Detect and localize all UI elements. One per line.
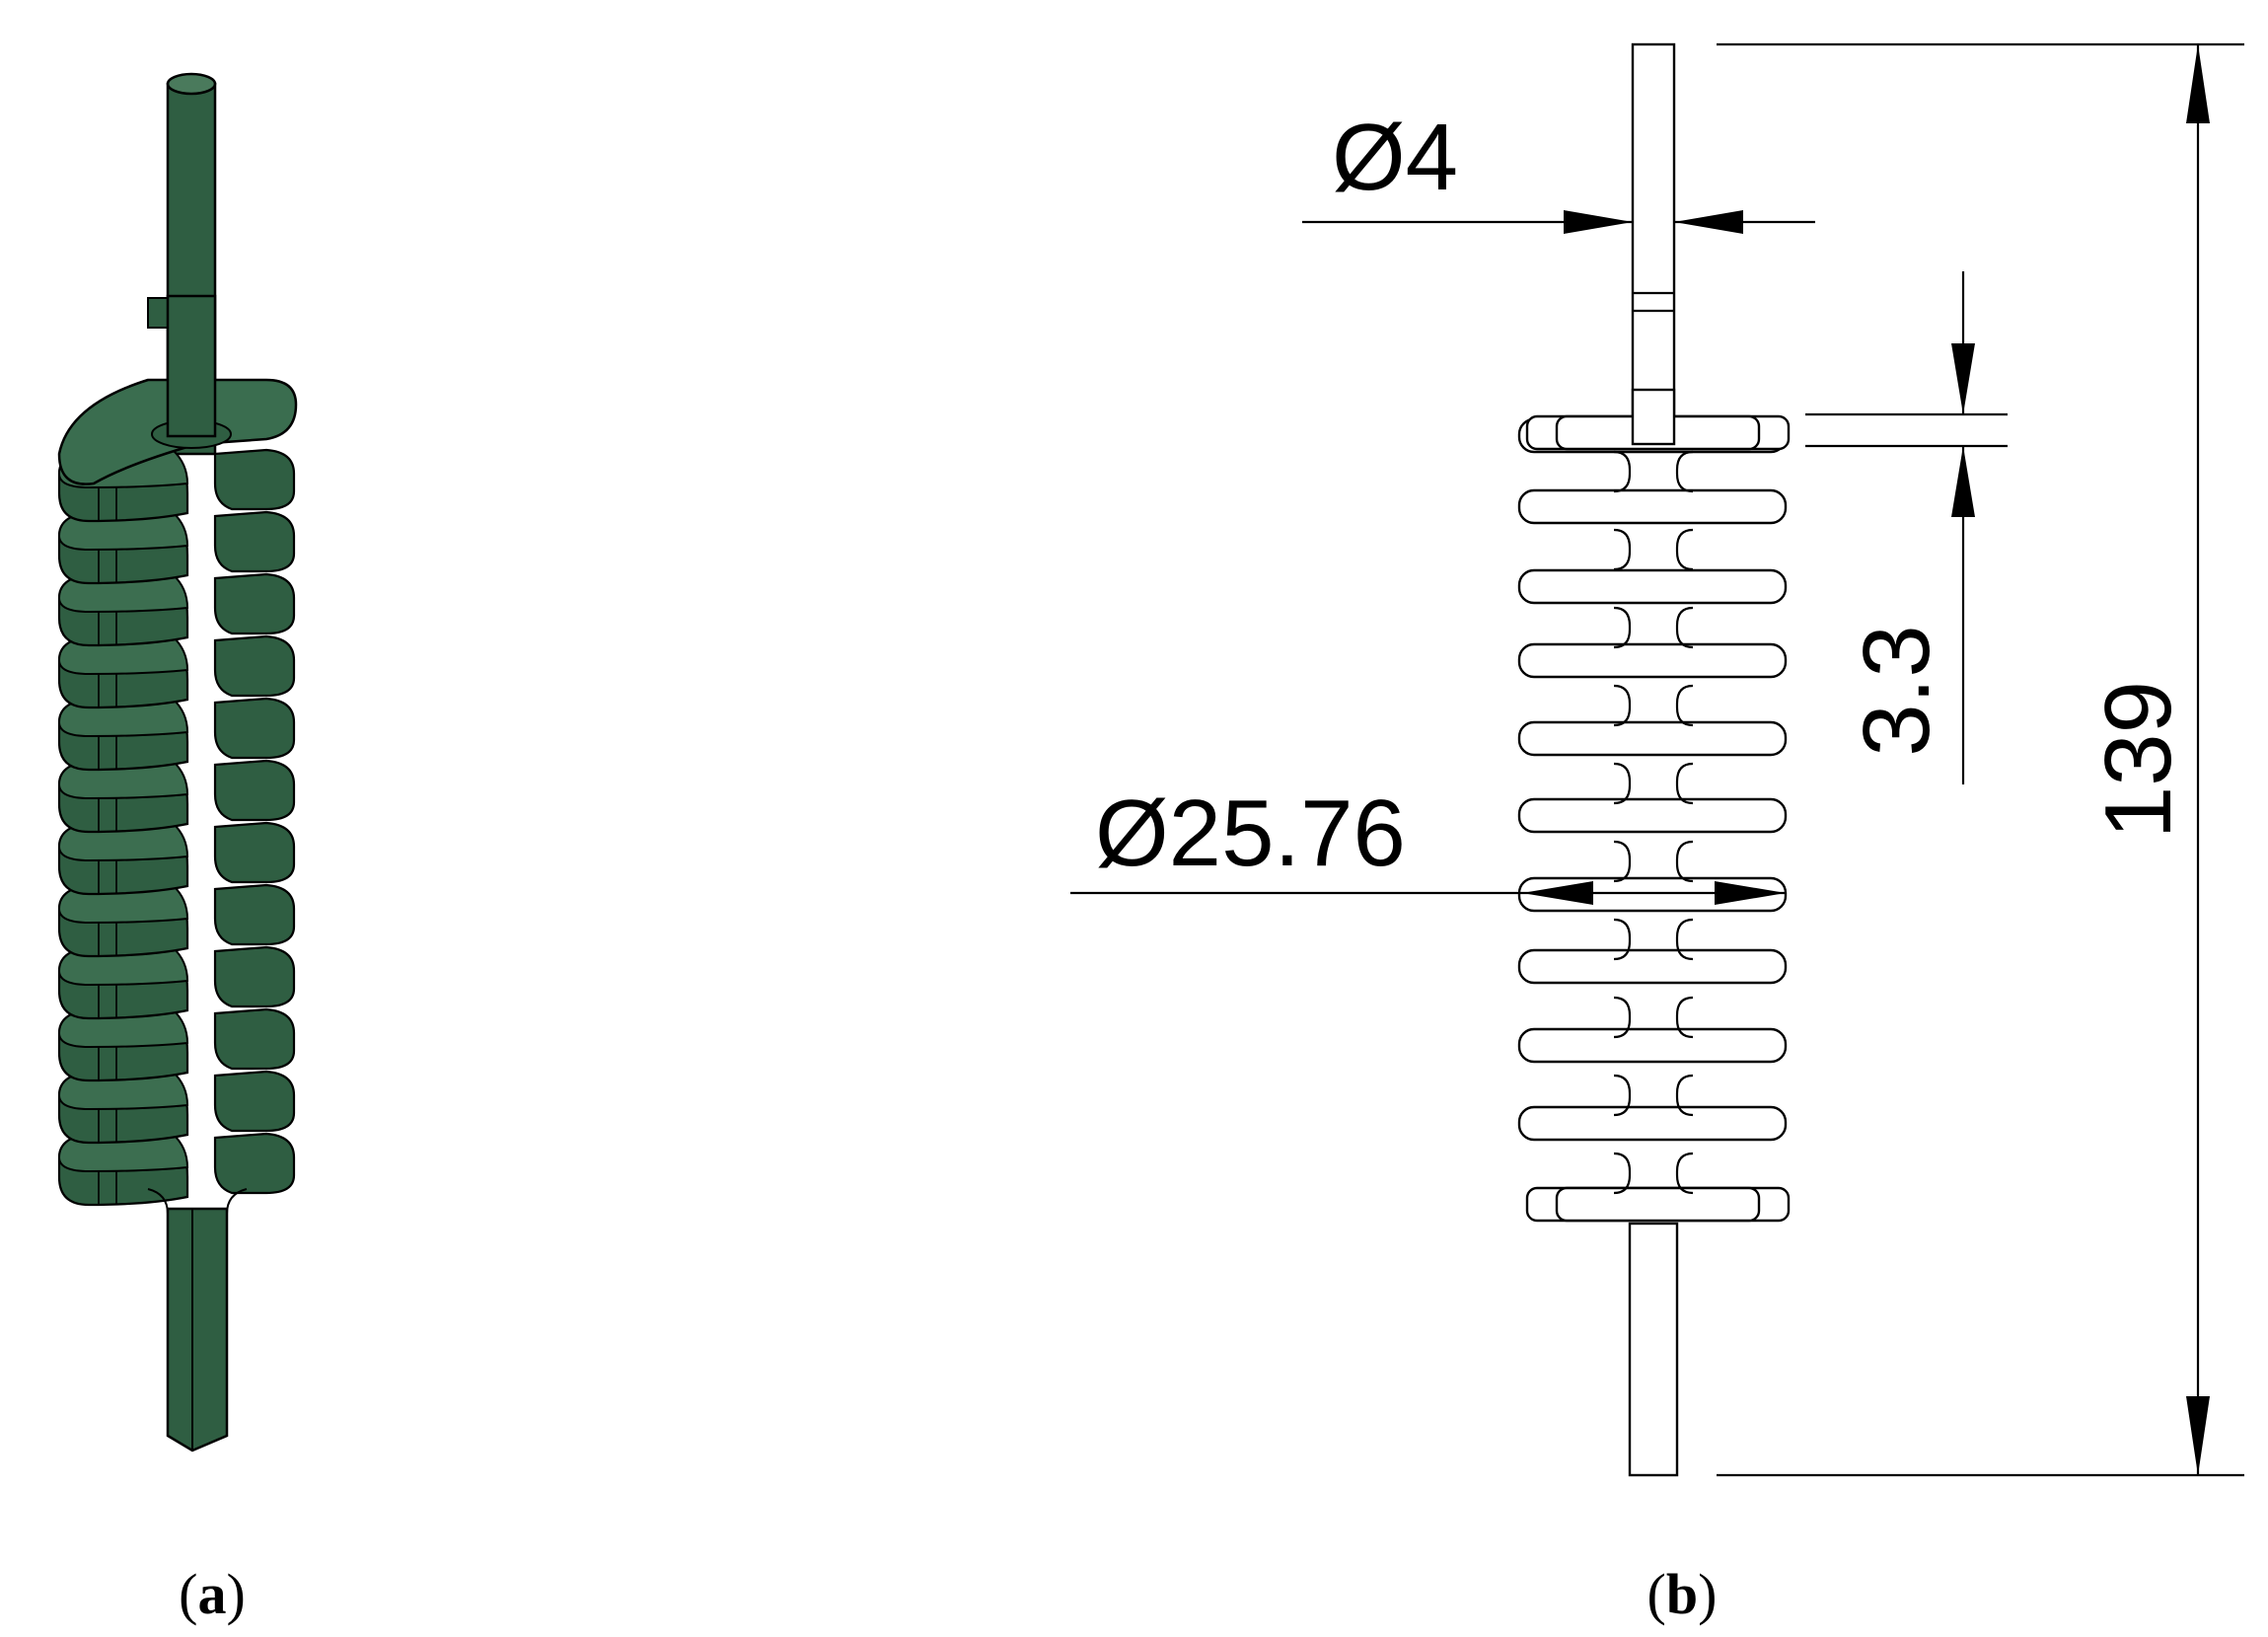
fin-outline [1517,568,1788,605]
dim-fin-diameter-label: Ø25.76 [1095,781,1406,886]
top-cap-plate [57,294,298,485]
dim-rod-diameter: Ø4 [1302,105,1815,234]
bottom-stem [147,1188,248,1452]
fin-3d [57,945,296,1020]
dim-fin-diameter: Ø25.76 [1070,781,1786,905]
dim-fin-thickness-label: 3.3 [1844,625,1949,756]
panel-a-caption: (a) [179,1562,246,1626]
dim-fin-thickness: 3.3 [1805,271,2008,784]
fin-neck [1613,1074,1694,1117]
fin-3d [57,510,296,585]
fin-outline [1517,720,1788,757]
dim-overall-length: 139 [1717,42,2244,1477]
fin-outline [1517,488,1788,525]
fin-neck [1613,606,1694,649]
fin-stack-3d [57,448,296,1207]
end-plate-outline [1525,1186,1791,1223]
fin-stack-drawing [1517,388,1791,1223]
fin-neck [1613,996,1694,1039]
fin-3d [57,883,296,958]
fin-3d [57,634,296,709]
fin-3d [57,821,296,896]
panel-b-caption: (b) [1647,1562,1718,1626]
fin-outline [1517,948,1788,985]
fin-outline [1517,1027,1788,1064]
fin-outline [1517,1105,1788,1142]
panel-a-3d-model: (a) [57,72,298,1626]
fin-neck [1613,840,1694,883]
fin-3d [57,1132,296,1207]
dim-rod-diameter-label: Ø4 [1332,105,1458,210]
fin-outline [1517,797,1788,834]
fin-3d [57,759,296,834]
fin-neck [1613,684,1694,727]
fin-3d [57,697,296,772]
fin-3d [57,572,296,647]
rod-outline [1628,42,1679,1477]
fin-neck [1613,1152,1694,1195]
panel-a-label: a [198,1562,227,1626]
fin-neck [1613,918,1694,961]
panel-b-technical-drawing: Ø4 3.3 139 Ø25.76 ( [1070,42,2244,1626]
fin-neck [1613,762,1694,805]
rod-stub [1631,388,1676,446]
fin-3d [57,1070,296,1145]
dim-overall-length-label: 139 [2085,681,2191,839]
fin-3d [57,1007,296,1082]
fin-outline [1517,642,1788,679]
panel-b-label: b [1666,1562,1698,1626]
fin-neck [1613,528,1694,571]
fin-neck [1613,450,1694,493]
